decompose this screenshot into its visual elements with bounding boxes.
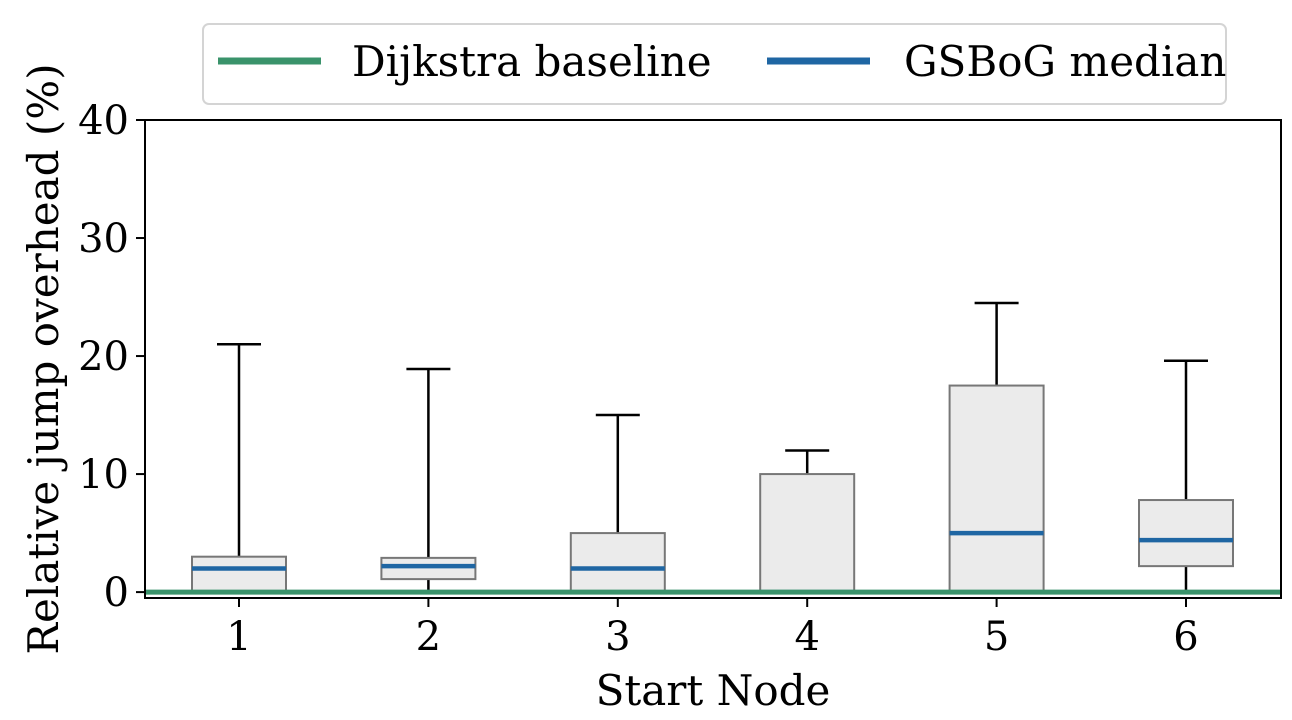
- x-tick-label-4: 4: [794, 614, 819, 660]
- legend-frame: [202, 23, 1227, 105]
- box-3: [569, 413, 666, 594]
- box-body-4: [759, 473, 856, 594]
- box-body-2: [380, 556, 477, 581]
- box-2: [380, 367, 477, 593]
- legend: Dijkstra baseline GSBoG median: [202, 23, 1227, 105]
- x-tick-label-5: 5: [984, 614, 1009, 660]
- x-axis: 1 2 3 4 5 6: [226, 598, 1199, 660]
- y-axis-label: Relative jump overhead (%): [19, 63, 68, 654]
- y-tick-label-0: 0: [104, 570, 129, 616]
- legend-label-gsbog-median: GSBoG median: [904, 37, 1226, 86]
- box-4: [759, 449, 856, 595]
- y-tick-label-20: 20: [78, 334, 129, 380]
- x-tick-label-1: 1: [226, 614, 251, 660]
- y-tick-label-10: 10: [78, 452, 129, 498]
- box-body-6: [1138, 499, 1234, 568]
- boxes: [191, 301, 1234, 595]
- y-axis: 0 10 20 30 40: [78, 98, 145, 616]
- plot-area-frame: [144, 119, 1282, 599]
- box-1: [191, 342, 287, 594]
- box-6: [1138, 359, 1234, 593]
- x-axis-label: Start Node: [596, 666, 831, 715]
- box-body-3: [569, 532, 666, 594]
- box-5: [948, 301, 1045, 594]
- x-tick-label-3: 3: [605, 614, 630, 660]
- y-tick-label-30: 30: [78, 216, 129, 262]
- x-tick-label-6: 6: [1173, 614, 1198, 660]
- box-body-5: [948, 384, 1045, 594]
- legend-label-dijkstra-baseline: Dijkstra baseline: [352, 37, 712, 86]
- y-tick-label-40: 40: [78, 98, 129, 144]
- x-tick-label-2: 2: [416, 614, 441, 660]
- box-body-1: [191, 555, 287, 594]
